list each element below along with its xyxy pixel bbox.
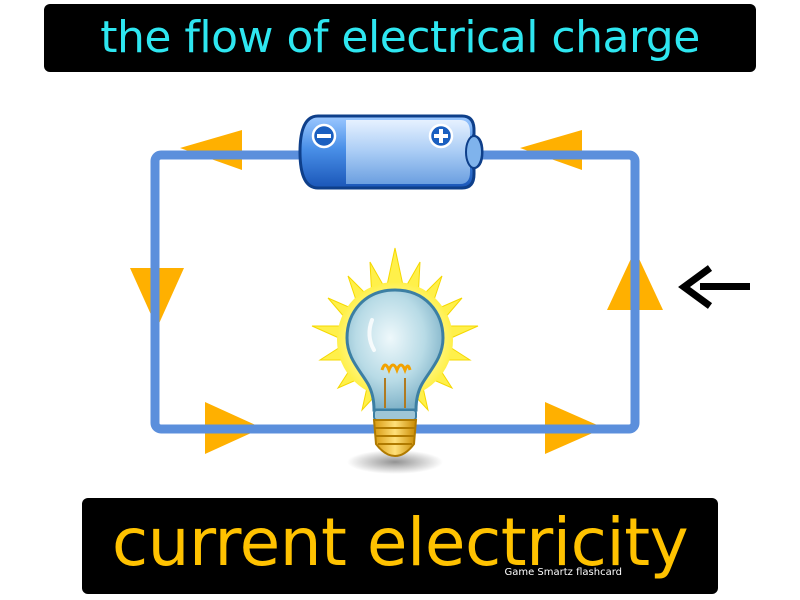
definition-banner: the flow of electrical charge bbox=[44, 4, 756, 72]
current-arrow-top-right bbox=[520, 130, 582, 170]
bulb-glass bbox=[345, 288, 445, 412]
term-text: current electricity bbox=[111, 504, 689, 581]
definition-text: the flow of electrical charge bbox=[100, 12, 700, 63]
current-arrow-top-left bbox=[180, 130, 242, 170]
term-banner: current electricity Game Smartz flashcar… bbox=[82, 498, 718, 594]
left-arrow-icon bbox=[678, 265, 750, 309]
brand-watermark: Game Smartz flashcard bbox=[504, 567, 622, 578]
lightbulb-icon bbox=[311, 247, 479, 474]
battery-icon bbox=[298, 114, 484, 190]
